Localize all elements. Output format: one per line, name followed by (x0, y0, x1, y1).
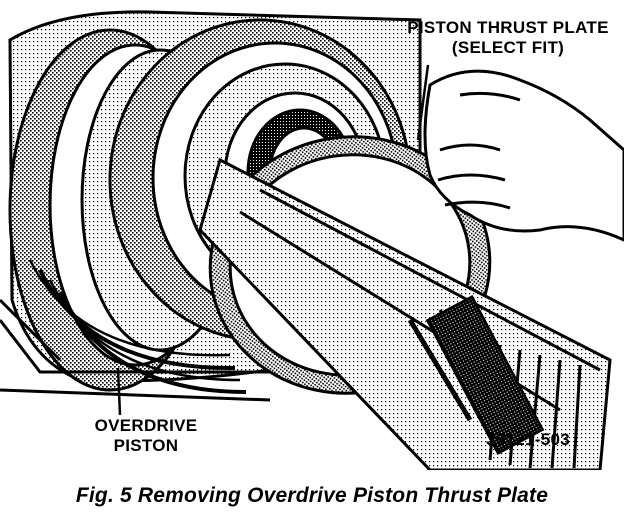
thrust-plate-callout-line2: (SELECT FIT) (451, 38, 565, 57)
overdrive-piston-callout-line1: OVERDRIVE (94, 416, 198, 435)
overdrive-illustration (0, 10, 624, 470)
base-lines (0, 298, 320, 402)
leader-lines (116, 64, 430, 416)
overdrive-piston-callout-line2: PISTON (113, 436, 179, 455)
figure-caption: Fig. 5 Removing Overdrive Piston Thrust … (75, 484, 549, 507)
overdrive-piston-callout: OVERDRIVE PISTON (86, 416, 206, 456)
figure-id: J9121-503 (486, 430, 570, 449)
input-shaft (198, 157, 612, 470)
overdrive-piston (28, 259, 247, 394)
hand (423, 69, 624, 242)
thrust-plate-callout: PISTON THRUST PLATE (SELECT FIT) (388, 18, 624, 58)
thrust-plate-callout-line1: PISTON THRUST PLATE (407, 18, 609, 37)
